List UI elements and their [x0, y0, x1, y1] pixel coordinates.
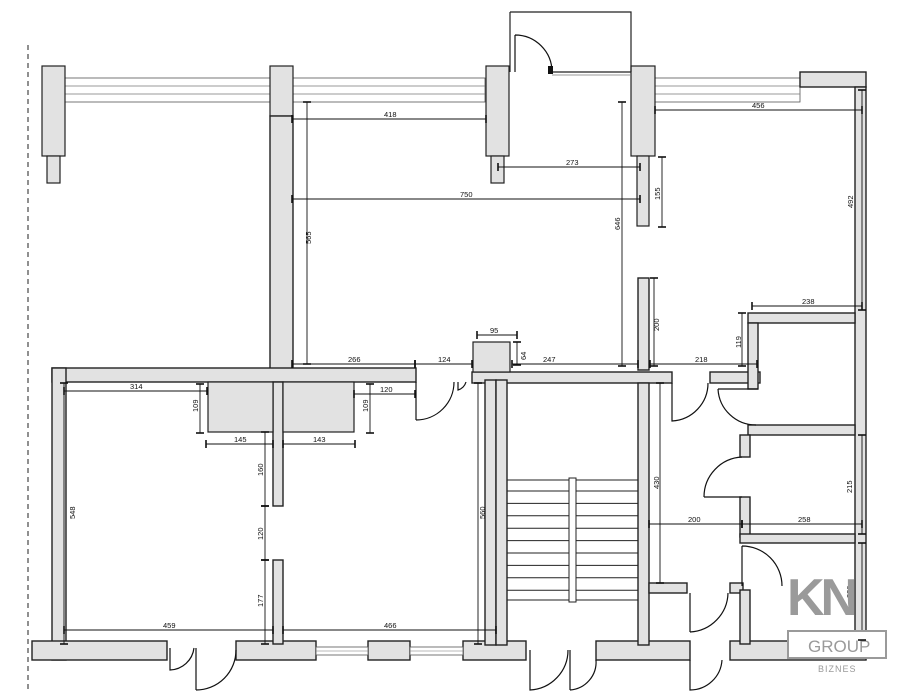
wall: [729, 582, 744, 594]
wall: [739, 496, 751, 538]
dimension-label: 247: [543, 355, 556, 364]
dimension-label: 273: [566, 158, 579, 167]
top-window-band: [64, 77, 801, 103]
dimension-label: 646: [613, 217, 622, 230]
staircase: [506, 477, 639, 603]
shaft-block: [472, 341, 511, 373]
wall: [51, 367, 417, 383]
dimension-label: 258: [798, 515, 811, 524]
wall: [854, 86, 867, 660]
dimension-label: 160: [256, 463, 265, 476]
wall: [739, 533, 856, 544]
wall: [471, 371, 673, 384]
pillar: [485, 65, 510, 157]
dimension-label: 143: [313, 435, 326, 444]
dimension-label: 200: [688, 515, 701, 524]
pillar: [630, 65, 656, 157]
wall: [637, 382, 650, 646]
wall: [739, 434, 751, 458]
wall: [637, 277, 650, 371]
dimension-label: 215: [845, 480, 854, 493]
dimension-label: 560: [478, 506, 487, 519]
wall: [272, 381, 284, 507]
dimension-label: 418: [384, 110, 397, 119]
dimension-lines: [63, 90, 863, 644]
pillar: [636, 155, 650, 227]
dimension-label: 430: [652, 476, 661, 489]
wall: [747, 322, 759, 390]
dimension-label: 466: [384, 621, 397, 630]
wall: [739, 589, 751, 645]
dimension-label: 145: [234, 435, 247, 444]
dimension-label: 124: [438, 355, 451, 364]
dimension-label: 95: [490, 326, 498, 335]
pillar: [269, 65, 294, 117]
pillar: [41, 65, 66, 157]
wall: [648, 582, 688, 594]
company-logo: KN GROUP BIZNES: [787, 569, 887, 674]
dimension-label: 109: [191, 399, 200, 412]
pillar: [46, 155, 61, 184]
wall: [747, 312, 856, 324]
dimension-label: 492: [846, 195, 855, 208]
logo-mark: KN: [787, 569, 856, 627]
dimension-label: 548: [68, 506, 77, 519]
wall: [367, 640, 411, 661]
doors: [169, 381, 783, 691]
wall: [799, 71, 867, 88]
dimension-label: 155: [653, 187, 662, 200]
wall: [31, 640, 168, 661]
dimension-label: 459: [163, 621, 176, 630]
dimension-labels: 418 456 273 750 155 646 492 565 238 200 …: [68, 101, 855, 630]
dimension-label: 119: [734, 336, 743, 348]
logo-group: GROUP: [808, 637, 870, 656]
dimension-label: 109: [361, 399, 370, 412]
dimension-label: 314: [130, 382, 143, 391]
dimension-label: 456: [752, 101, 765, 110]
wall: [709, 371, 761, 384]
dimension-label: 64: [519, 352, 528, 360]
dimension-label: 238: [802, 297, 815, 306]
wall: [495, 379, 508, 646]
wall: [269, 115, 294, 375]
dimension-label: 218: [695, 355, 708, 364]
dimension-label: 200: [652, 318, 661, 331]
logo-sub: BIZNES: [818, 664, 857, 674]
shaft-block: [207, 381, 274, 433]
wall: [272, 559, 284, 645]
dimension-label: 750: [460, 190, 473, 199]
dimension-label: 120: [256, 527, 265, 540]
dimension-label: 266: [348, 355, 361, 364]
dimension-label: 565: [304, 231, 313, 244]
entrance-vestibule: [509, 11, 632, 76]
dimension-label: 120: [380, 385, 393, 394]
dimension-label: 177: [256, 594, 265, 607]
wall: [747, 424, 856, 436]
dimension-label: 220: [845, 585, 854, 598]
shaft-block: [282, 381, 355, 433]
